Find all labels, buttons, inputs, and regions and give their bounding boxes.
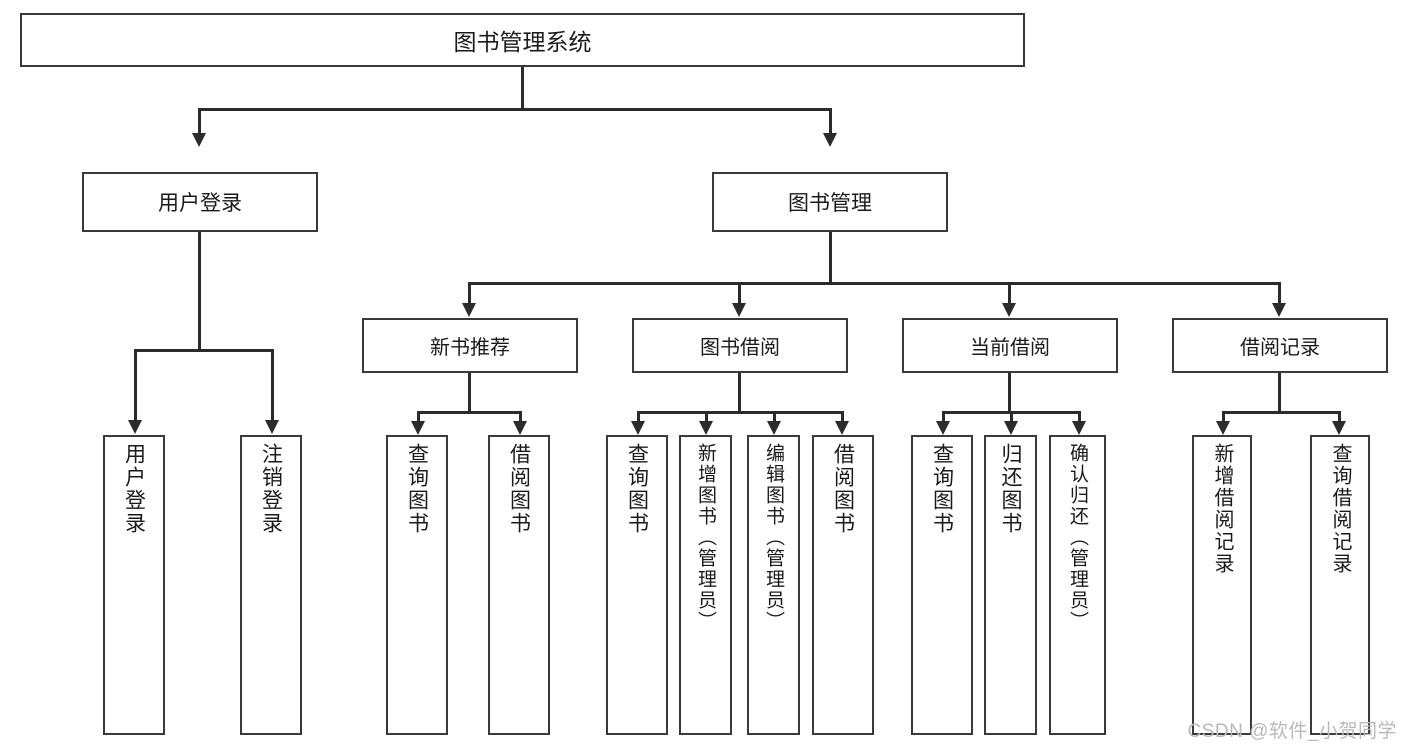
node-label: 确认归还（管理员）	[1067, 443, 1088, 632]
leaf-logout[interactable]: 注销登录	[240, 435, 302, 735]
connector-record-drop-2	[1338, 411, 1341, 425]
connector-bookmanage-drop-3	[1008, 282, 1011, 306]
arrowhead-recommend-leaf-1	[411, 421, 425, 435]
connector-recommend-drop-1	[417, 411, 420, 425]
node-book-borrow[interactable]: 图书借阅	[632, 318, 848, 373]
node-label: 编辑图书（管理员）	[763, 443, 784, 632]
connector-root-stem	[521, 67, 524, 110]
arrowhead-borrow-record	[1272, 303, 1286, 317]
connector-userlogin-drop-2	[271, 349, 274, 423]
connector-current-drop-3	[1078, 411, 1081, 425]
connector-bookmanage-drop-1	[468, 282, 471, 306]
connector-recommend-stem	[468, 373, 471, 413]
connector-current-stem	[1008, 373, 1011, 413]
node-label: 用户登录	[122, 443, 146, 535]
node-borrow-record[interactable]: 借阅记录	[1172, 318, 1388, 373]
node-label: 查询图书	[625, 443, 649, 535]
node-label: 图书管理系统	[453, 29, 592, 55]
connector-bookmanage-bus	[468, 282, 1280, 285]
connector-root-drop-2	[829, 108, 832, 136]
connector-borrow-stem	[738, 373, 741, 413]
connector-bookmanage-drop-2	[738, 282, 741, 306]
arrowhead-current-borrow	[1002, 303, 1016, 317]
leaf-current-query-book[interactable]: 查询图书	[911, 435, 973, 735]
connector-record-stem	[1278, 373, 1281, 413]
connector-borrow-drop-3	[773, 411, 776, 425]
node-current-borrow[interactable]: 当前借阅	[902, 318, 1118, 373]
leaf-recommend-query-book[interactable]: 查询图书	[386, 435, 448, 735]
connector-record-drop-1	[1222, 411, 1225, 425]
node-label: 借阅图书	[831, 443, 855, 535]
connector-root-bus	[198, 108, 832, 111]
arrowhead-borrow-leaf-2	[699, 421, 713, 435]
arrowhead-borrow-leaf-3	[767, 421, 781, 435]
arrowhead-leaf-logout	[265, 420, 279, 434]
connector-current-drop-1	[942, 411, 945, 425]
connector-current-drop-2	[1010, 411, 1013, 425]
connector-borrow-drop-1	[637, 411, 640, 425]
node-label: 图书管理	[788, 192, 872, 215]
node-root-system[interactable]: 图书管理系统	[20, 13, 1025, 67]
connector-record-bus	[1222, 411, 1340, 414]
node-label: 用户登录	[158, 192, 242, 215]
leaf-borrow-borrow-book[interactable]: 借阅图书	[812, 435, 874, 735]
connector-borrow-drop-4	[841, 411, 844, 425]
arrowhead-book-manage	[823, 133, 837, 147]
arrowhead-book-borrow	[732, 303, 746, 317]
leaf-record-add-record[interactable]: 新增借阅记录	[1192, 435, 1252, 735]
node-label: 查询图书	[930, 443, 954, 535]
node-user-login[interactable]: 用户登录	[82, 172, 318, 232]
node-label: 查询图书	[405, 443, 429, 535]
node-label: 新增借阅记录	[1211, 443, 1233, 575]
node-label: 查询借阅记录	[1329, 443, 1351, 575]
leaf-borrow-edit-book[interactable]: 编辑图书（管理员）	[747, 435, 800, 735]
arrowhead-borrow-leaf-1	[631, 421, 645, 435]
node-label: 注销登录	[259, 443, 283, 535]
connector-bookmanage-drop-4	[1278, 282, 1281, 306]
arrowhead-current-leaf-2	[1004, 421, 1018, 435]
node-book-manage[interactable]: 图书管理	[712, 172, 948, 232]
arrowhead-current-leaf-1	[936, 421, 950, 435]
node-label: 借阅记录	[1240, 337, 1320, 359]
arrowhead-user-login	[192, 133, 206, 147]
arrowhead-record-leaf-2	[1332, 421, 1346, 435]
node-label: 归还图书	[999, 443, 1022, 535]
leaf-borrow-query-book[interactable]: 查询图书	[606, 435, 668, 735]
leaf-record-query-record[interactable]: 查询借阅记录	[1310, 435, 1370, 735]
connector-bookmanage-stem	[829, 232, 832, 284]
leaf-user-login[interactable]: 用户登录	[103, 435, 165, 735]
node-new-book-recommend[interactable]: 新书推荐	[362, 318, 578, 373]
leaf-borrow-add-book[interactable]: 新增图书（管理员）	[679, 435, 732, 735]
connector-borrow-bus	[637, 411, 843, 414]
leaf-current-confirm-return[interactable]: 确认归还（管理员）	[1049, 435, 1106, 735]
connector-borrow-drop-2	[705, 411, 708, 425]
node-label: 新书推荐	[430, 337, 510, 359]
leaf-recommend-borrow-book[interactable]: 借阅图书	[488, 435, 550, 735]
arrowhead-leaf-user-login	[128, 420, 142, 434]
connector-recommend-bus	[417, 411, 522, 414]
connector-recommend-drop-2	[519, 411, 522, 425]
arrowhead-record-leaf-1	[1216, 421, 1230, 435]
arrowhead-borrow-leaf-4	[835, 421, 849, 435]
arrowhead-current-leaf-3	[1072, 421, 1086, 435]
node-label: 图书借阅	[700, 337, 780, 359]
arrowhead-new-book-recommend	[462, 303, 476, 317]
connector-userlogin-drop-1	[134, 349, 137, 423]
node-label: 新增图书（管理员）	[695, 443, 716, 632]
connector-userlogin-bus	[134, 349, 273, 352]
leaf-current-return-book[interactable]: 归还图书	[984, 435, 1037, 735]
node-label: 当前借阅	[970, 337, 1050, 359]
connector-root-drop-1	[198, 108, 201, 136]
connector-userlogin-stem	[198, 232, 201, 351]
arrowhead-recommend-leaf-2	[513, 421, 527, 435]
node-label: 借阅图书	[507, 443, 531, 535]
